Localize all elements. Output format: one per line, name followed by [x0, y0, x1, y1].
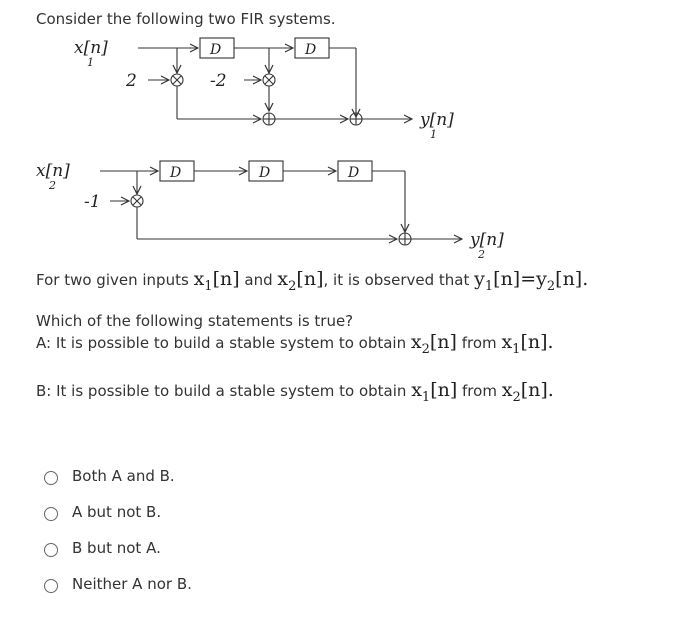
math-y-equality: y1[n]=y2[n].	[474, 268, 589, 294]
input1-sub: 1	[87, 56, 94, 69]
gain-label: -1	[84, 192, 101, 212]
option-both[interactable]: Both A and B.	[44, 458, 192, 494]
delay-label: D	[209, 42, 221, 58]
answer-options: Both A and B. A but not B. B but not A. …	[44, 458, 192, 602]
math-x1: x1[n]	[193, 268, 240, 294]
delay-label: D	[347, 165, 359, 181]
fir-block-diagram: x[n] 1 D D 2 -2 y[n] 1 x[n] 2 D D D -1 y…	[36, 37, 504, 260]
gain-label: -2	[210, 71, 227, 91]
delay-label: D	[258, 165, 270, 181]
math-x2: x2[n]	[277, 268, 324, 294]
radio-button[interactable]	[44, 507, 58, 521]
output2-sub: 2	[477, 248, 485, 260]
input1-label: x[n]	[74, 38, 108, 58]
statement-a: A: It is possible to build a stable syst…	[36, 331, 554, 357]
option-b-not-a[interactable]: B but not A.	[44, 530, 192, 566]
observation-line: For two given inputs x1[n] and x2[n], it…	[36, 268, 589, 294]
option-neither[interactable]: Neither A nor B.	[44, 566, 192, 602]
output1-label: y[n]	[419, 110, 454, 130]
radio-button[interactable]	[44, 543, 58, 557]
delay-label: D	[304, 42, 316, 58]
input2-label: x[n]	[36, 161, 70, 181]
radio-button[interactable]	[44, 579, 58, 593]
question-prompt: Which of the following statements is tru…	[36, 312, 354, 330]
gain-label: 2	[125, 71, 137, 91]
statement-b: B: It is possible to build a stable syst…	[36, 379, 554, 405]
delay-label: D	[169, 165, 181, 181]
output1-sub: 1	[430, 128, 437, 141]
input2-sub: 2	[48, 179, 56, 192]
radio-button[interactable]	[44, 471, 58, 485]
output2-label: y[n]	[469, 230, 504, 250]
option-a-not-b[interactable]: A but not B.	[44, 494, 192, 530]
question-intro: Consider the following two FIR systems.	[36, 10, 336, 28]
